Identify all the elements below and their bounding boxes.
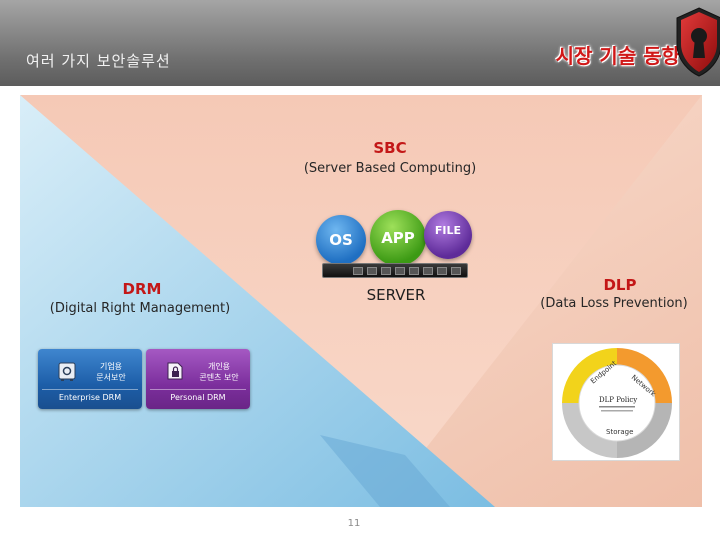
section-badge: 시장 기술 동향 — [555, 44, 680, 68]
dlp-ring-storage: Storage — [606, 428, 633, 436]
app-bubble: APP — [370, 210, 426, 266]
server-label: SERVER — [366, 286, 426, 304]
server-rack-icon — [322, 263, 468, 278]
dlp-diagram: Endpoint Network Storage DLP Policy — [552, 343, 680, 461]
page-title: 여러 가지 보안솔루션 — [26, 52, 171, 70]
safe-icon — [58, 361, 76, 381]
content-panel: SBC (Server Based Computing) OS APP FILE… — [20, 95, 702, 507]
enterprise-drm-korean: 기업용 문서보안 — [96, 362, 126, 382]
header-bar: 여러 가지 보안솔루션 시장 기술 동향 — [0, 0, 720, 86]
personal-drm-label: Personal DRM — [170, 393, 226, 402]
personal-drm-korean: 개인용 콘텐츠 보안 — [199, 362, 239, 382]
drm-title: DRM — [122, 280, 162, 298]
page-number: 11 — [347, 518, 361, 529]
personal-drm-tile: 개인용 콘텐츠 보안 Personal DRM — [146, 349, 250, 409]
os-bubble: OS — [316, 215, 366, 265]
sbc-title: SBC — [373, 139, 407, 157]
enterprise-drm-label: Enterprise DRM — [58, 393, 122, 402]
file-bubble: FILE — [424, 211, 472, 259]
dlp-subtitle: (Data Loss Prevention) — [540, 296, 688, 311]
document-lock-icon — [166, 361, 184, 381]
sbc-subtitle: (Server Based Computing) — [303, 161, 477, 176]
drm-subtitle: (Digital Right Management) — [49, 301, 231, 316]
shield-keyhole-icon — [676, 6, 720, 78]
enterprise-drm-tile: 기업용 문서보안 Enterprise DRM — [38, 349, 142, 409]
dlp-title: DLP — [603, 276, 637, 294]
dlp-center-title: DLP Policy — [599, 396, 637, 404]
